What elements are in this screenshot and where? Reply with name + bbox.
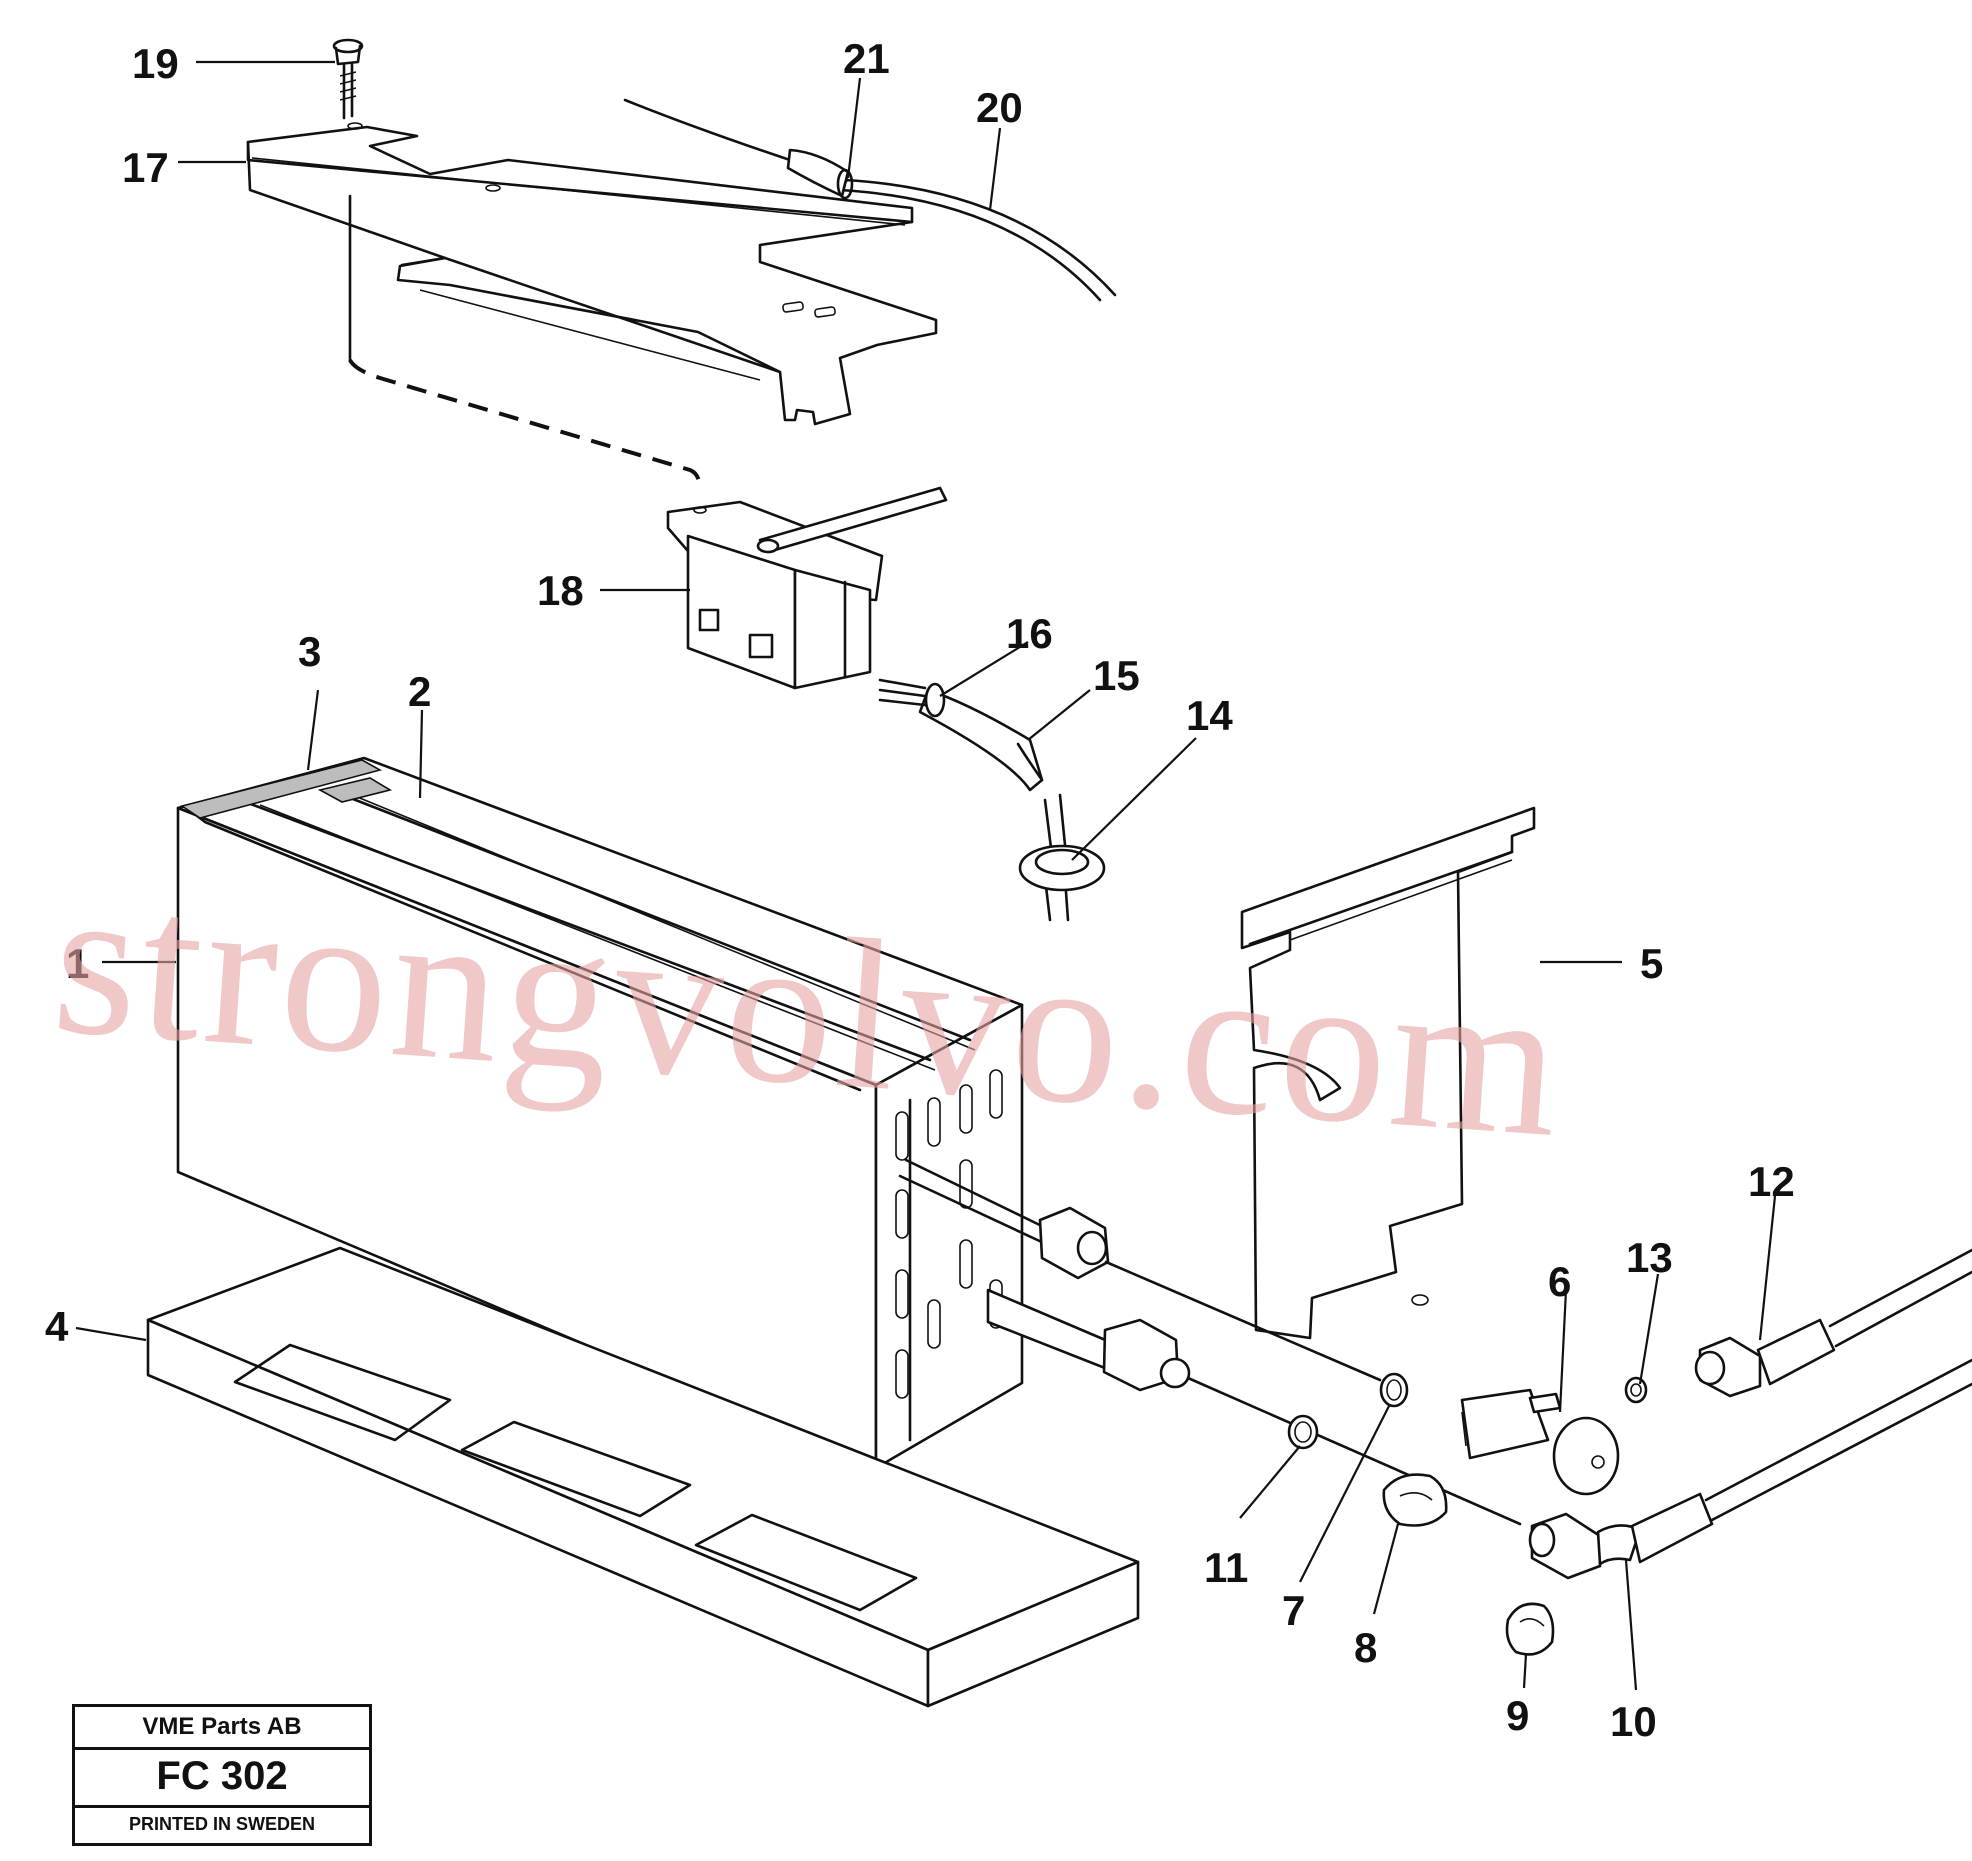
pipe-connection-lower: [986, 1288, 1522, 1526]
label-6: 6: [1548, 1258, 1571, 1305]
label-10: 10: [1610, 1698, 1657, 1745]
label-7: 7: [1282, 1587, 1305, 1634]
label-3: 3: [298, 628, 321, 675]
label-2: 2: [408, 668, 431, 715]
label-1: 1: [66, 940, 89, 987]
part-3-seal-strip: [180, 759, 383, 819]
part-19-screw: [332, 38, 364, 120]
part-labels: 19 17 21 20 18 16 15 14 3 2 1 5 4 6 13 1…: [45, 35, 1795, 1745]
label-12: 12: [1748, 1158, 1795, 1205]
part-13-washer: [1624, 1376, 1648, 1404]
label-8: 8: [1354, 1624, 1377, 1671]
label-17: 17: [122, 144, 169, 191]
part-14-grommet: [1018, 844, 1106, 892]
part-17-bracket: [246, 122, 938, 491]
leader-lines: [75, 60, 1777, 1691]
part-2-seal-strip: [317, 777, 393, 803]
label-15: 15: [1093, 652, 1140, 699]
label-13: 13: [1626, 1234, 1673, 1281]
part-6-valve: [1460, 1388, 1620, 1496]
part-18-switch: [666, 486, 948, 690]
title-block-company: VME Parts AB: [75, 1707, 369, 1750]
title-block-footer: PRINTED IN SWEDEN: [128, 1814, 315, 1834]
part-7-washer: [1379, 1372, 1409, 1408]
part-10-hose: [1528, 1358, 1972, 1580]
label-20: 20: [976, 84, 1023, 131]
part-8-clamp: [1382, 1473, 1448, 1527]
part-11-washer: [1287, 1414, 1319, 1450]
part-16-wire-end: [878, 678, 946, 718]
label-9: 9: [1506, 1692, 1529, 1739]
part-21-clip: [786, 148, 854, 200]
part-9-clamp: [1505, 1602, 1555, 1656]
label-5: 5: [1640, 940, 1663, 987]
title-block-code: FC 302: [75, 1747, 369, 1808]
label-19: 19: [132, 40, 179, 87]
part-15-sleeve: [918, 688, 1070, 922]
label-21: 21: [843, 35, 890, 82]
label-11: 11: [1204, 1544, 1248, 1591]
pipe-connection-upper: [898, 1158, 1382, 1382]
part-5-cover-plate: [1240, 806, 1536, 1340]
part-1-heater-box: [176, 756, 1024, 1470]
label-18: 18: [537, 567, 584, 614]
label-4: 4: [45, 1303, 69, 1350]
label-14: 14: [1186, 692, 1233, 739]
part-4-base-plate: [146, 1246, 1140, 1708]
part-12-hose: [1694, 1248, 1972, 1398]
label-16: 16: [1006, 610, 1053, 657]
part-20-cable: [623, 98, 1117, 302]
title-block: VME Parts AB FC 302 PRINTED IN SWEDEN: [72, 1704, 372, 1846]
